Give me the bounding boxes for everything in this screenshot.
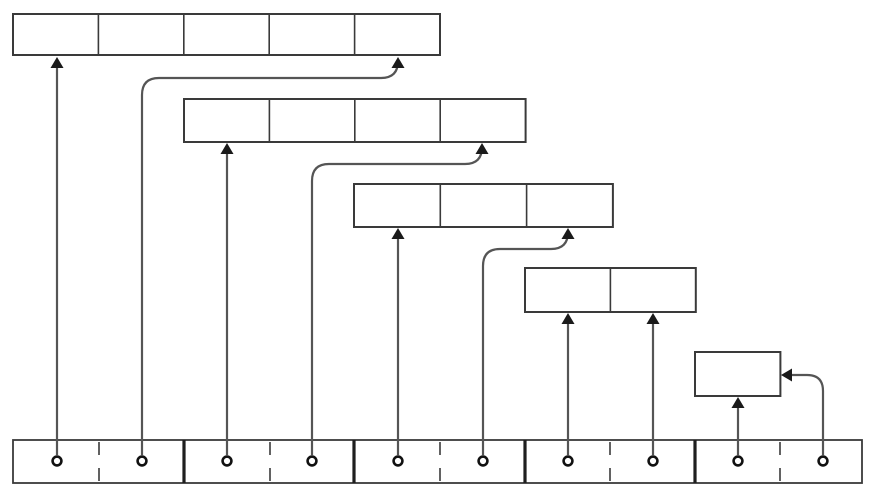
level-1-node-outline (12, 13, 441, 56)
pointer-dot-1[interactable] (51, 455, 63, 467)
link-straight-3[interactable] (391, 228, 405, 456)
base-array-outline (12, 439, 863, 484)
pointer-dot-9[interactable] (732, 455, 744, 467)
base-array-group (12, 439, 863, 484)
pointer-dot-7[interactable] (562, 455, 574, 467)
link-straight-1[interactable] (50, 57, 64, 456)
link-curve-1-arrowhead (391, 57, 405, 68)
link-curve-left[interactable] (781, 368, 825, 456)
level-node-group (12, 13, 782, 397)
link-straight-2-arrowhead (220, 143, 234, 154)
link-curve-2[interactable] (310, 143, 489, 456)
link-curve-left-shaft (791, 373, 825, 456)
level-4-node (524, 267, 697, 313)
link-straight-3-arrowhead (391, 228, 405, 239)
link-curve-2-arrowhead (475, 143, 489, 154)
link-curve-3-arrowhead (561, 228, 575, 239)
link-straight-4-arrowhead (561, 313, 575, 324)
level-2-node (183, 98, 527, 143)
pointer-dot-3[interactable] (221, 455, 233, 467)
link-straight-6-arrowhead (731, 397, 745, 408)
pointer-dot-8[interactable] (647, 455, 659, 467)
link-straight-6[interactable] (731, 397, 745, 456)
level-1-node (12, 13, 441, 56)
pointer-dots-group (51, 455, 829, 467)
link-straight-5[interactable] (646, 313, 660, 456)
level-3-node (353, 183, 614, 228)
pointer-dot-2[interactable] (136, 455, 148, 467)
pointer-dot-6[interactable] (477, 455, 489, 467)
level-5-node (694, 351, 782, 397)
link-straight-1-arrowhead (50, 57, 64, 68)
level-3-node-outline (353, 183, 614, 228)
link-curve-3[interactable] (481, 228, 575, 456)
link-straight-5-arrowhead (646, 313, 660, 324)
level-5-node-outline (694, 351, 782, 397)
link-curve-left-arrowhead (781, 368, 792, 382)
link-straight-4[interactable] (561, 313, 575, 456)
pointer-dot-4[interactable] (306, 455, 318, 467)
pointer-links-group (50, 57, 825, 456)
link-straight-2[interactable] (220, 143, 234, 456)
pointer-dot-5[interactable] (392, 455, 404, 467)
link-curve-1[interactable] (140, 57, 405, 456)
link-curve-3-shaft (481, 231, 570, 456)
pointer-dot-10[interactable] (817, 455, 829, 467)
